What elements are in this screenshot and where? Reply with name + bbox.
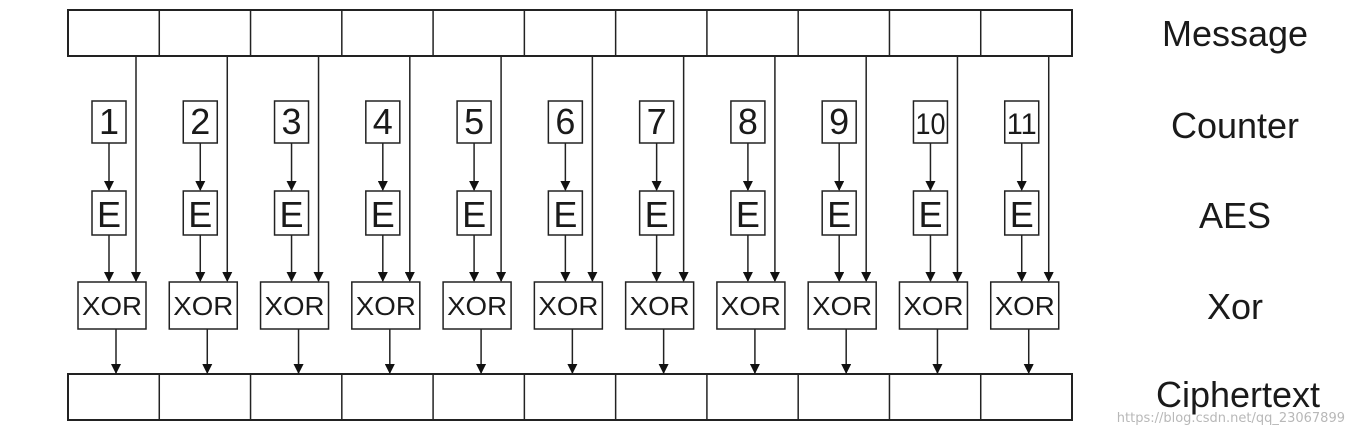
aes-box — [912, 190, 949, 236]
aes-label: E — [280, 194, 304, 235]
ciphertext-bar — [67, 373, 1073, 421]
block-column: 9E XOR — [807, 56, 877, 374]
block-column: 8E XOR — [716, 56, 786, 374]
counter-value: 11 — [1007, 108, 1037, 141]
counter-value: 2 — [190, 101, 210, 142]
xor-box — [898, 281, 969, 330]
xor-label: XOR — [356, 291, 416, 321]
xor-label: XOR — [630, 291, 690, 321]
xor-label: XOR — [265, 291, 325, 321]
counter-value: 5 — [464, 101, 484, 142]
label-message: Message — [1162, 13, 1308, 54]
xor-box — [533, 281, 604, 330]
block-column: 5E XOR — [442, 56, 512, 374]
aes-label: E — [1010, 194, 1034, 235]
block-column: 4E XOR — [351, 56, 421, 374]
label-xor: Xor — [1207, 286, 1263, 327]
aes-box — [365, 190, 401, 236]
label-counter: Counter — [1171, 105, 1299, 146]
xor-box — [624, 281, 695, 330]
block-column: 7E XOR — [624, 56, 695, 374]
xor-label: XOR — [903, 291, 963, 321]
aes-label: E — [97, 194, 121, 235]
block-column: 6E XOR — [533, 56, 604, 374]
counter-value: 6 — [555, 101, 575, 142]
message-bar — [67, 9, 1073, 57]
counter-box — [182, 100, 219, 144]
xor-box — [807, 281, 877, 330]
xor-box — [259, 281, 330, 330]
aes-label: E — [462, 194, 486, 235]
label-aes: AES — [1199, 195, 1271, 236]
counter-value: 8 — [738, 101, 758, 142]
xor-box — [716, 281, 786, 330]
counter-value: 9 — [829, 101, 849, 142]
counter-value: 4 — [373, 101, 393, 142]
xor-label: XOR — [538, 291, 598, 321]
xor-box — [989, 281, 1060, 330]
counter-value: 1 — [99, 101, 119, 142]
block-column: 10E XOR — [898, 56, 969, 374]
ciphertext-bar-outline — [67, 373, 1073, 421]
xor-box — [168, 281, 239, 330]
block-column: 1E XOR — [77, 56, 147, 374]
aes-box — [547, 190, 584, 236]
xor-label: XOR — [447, 291, 507, 321]
block-column: 2E XOR — [168, 56, 239, 374]
counter-value: 10 — [915, 108, 945, 141]
xor-box — [442, 281, 512, 330]
xor-box — [77, 281, 147, 330]
counter-box — [1003, 100, 1040, 144]
counter-box — [547, 100, 584, 144]
counter-value: 7 — [647, 101, 667, 142]
xor-box — [351, 281, 421, 330]
aes-label: E — [553, 194, 577, 235]
xor-label: XOR — [173, 291, 233, 321]
aes-label: E — [918, 194, 942, 235]
xor-label: XOR — [721, 291, 781, 321]
message-bar-outline — [67, 9, 1073, 57]
aes-label: E — [736, 194, 760, 235]
block-column: 11E XOR — [989, 56, 1060, 374]
xor-label: XOR — [82, 291, 142, 321]
counter-value: 3 — [282, 101, 302, 142]
aes-label: E — [827, 194, 851, 235]
aes-label: E — [371, 194, 395, 235]
counter-box — [638, 100, 675, 144]
aes-box — [273, 190, 310, 236]
watermark: https://blog.csdn.net/qq_23067899 — [1117, 411, 1345, 426]
counter-box — [912, 100, 949, 144]
xor-label: XOR — [812, 291, 872, 321]
counter-box — [365, 100, 401, 144]
counter-box — [821, 100, 857, 144]
xor-label: XOR — [995, 291, 1055, 321]
aes-box — [821, 190, 857, 236]
aes-label: E — [645, 194, 669, 235]
blocks-layer: 1E XOR 2E XOR 3E XOR 4E XOR 5E XOR 6E XOR 7E XOR 8E XOR… — [67, 9, 1073, 421]
label-ciphertext: Ciphertext — [1156, 374, 1320, 415]
aes-label: E — [188, 194, 212, 235]
block-column: 3E XOR — [259, 56, 330, 374]
